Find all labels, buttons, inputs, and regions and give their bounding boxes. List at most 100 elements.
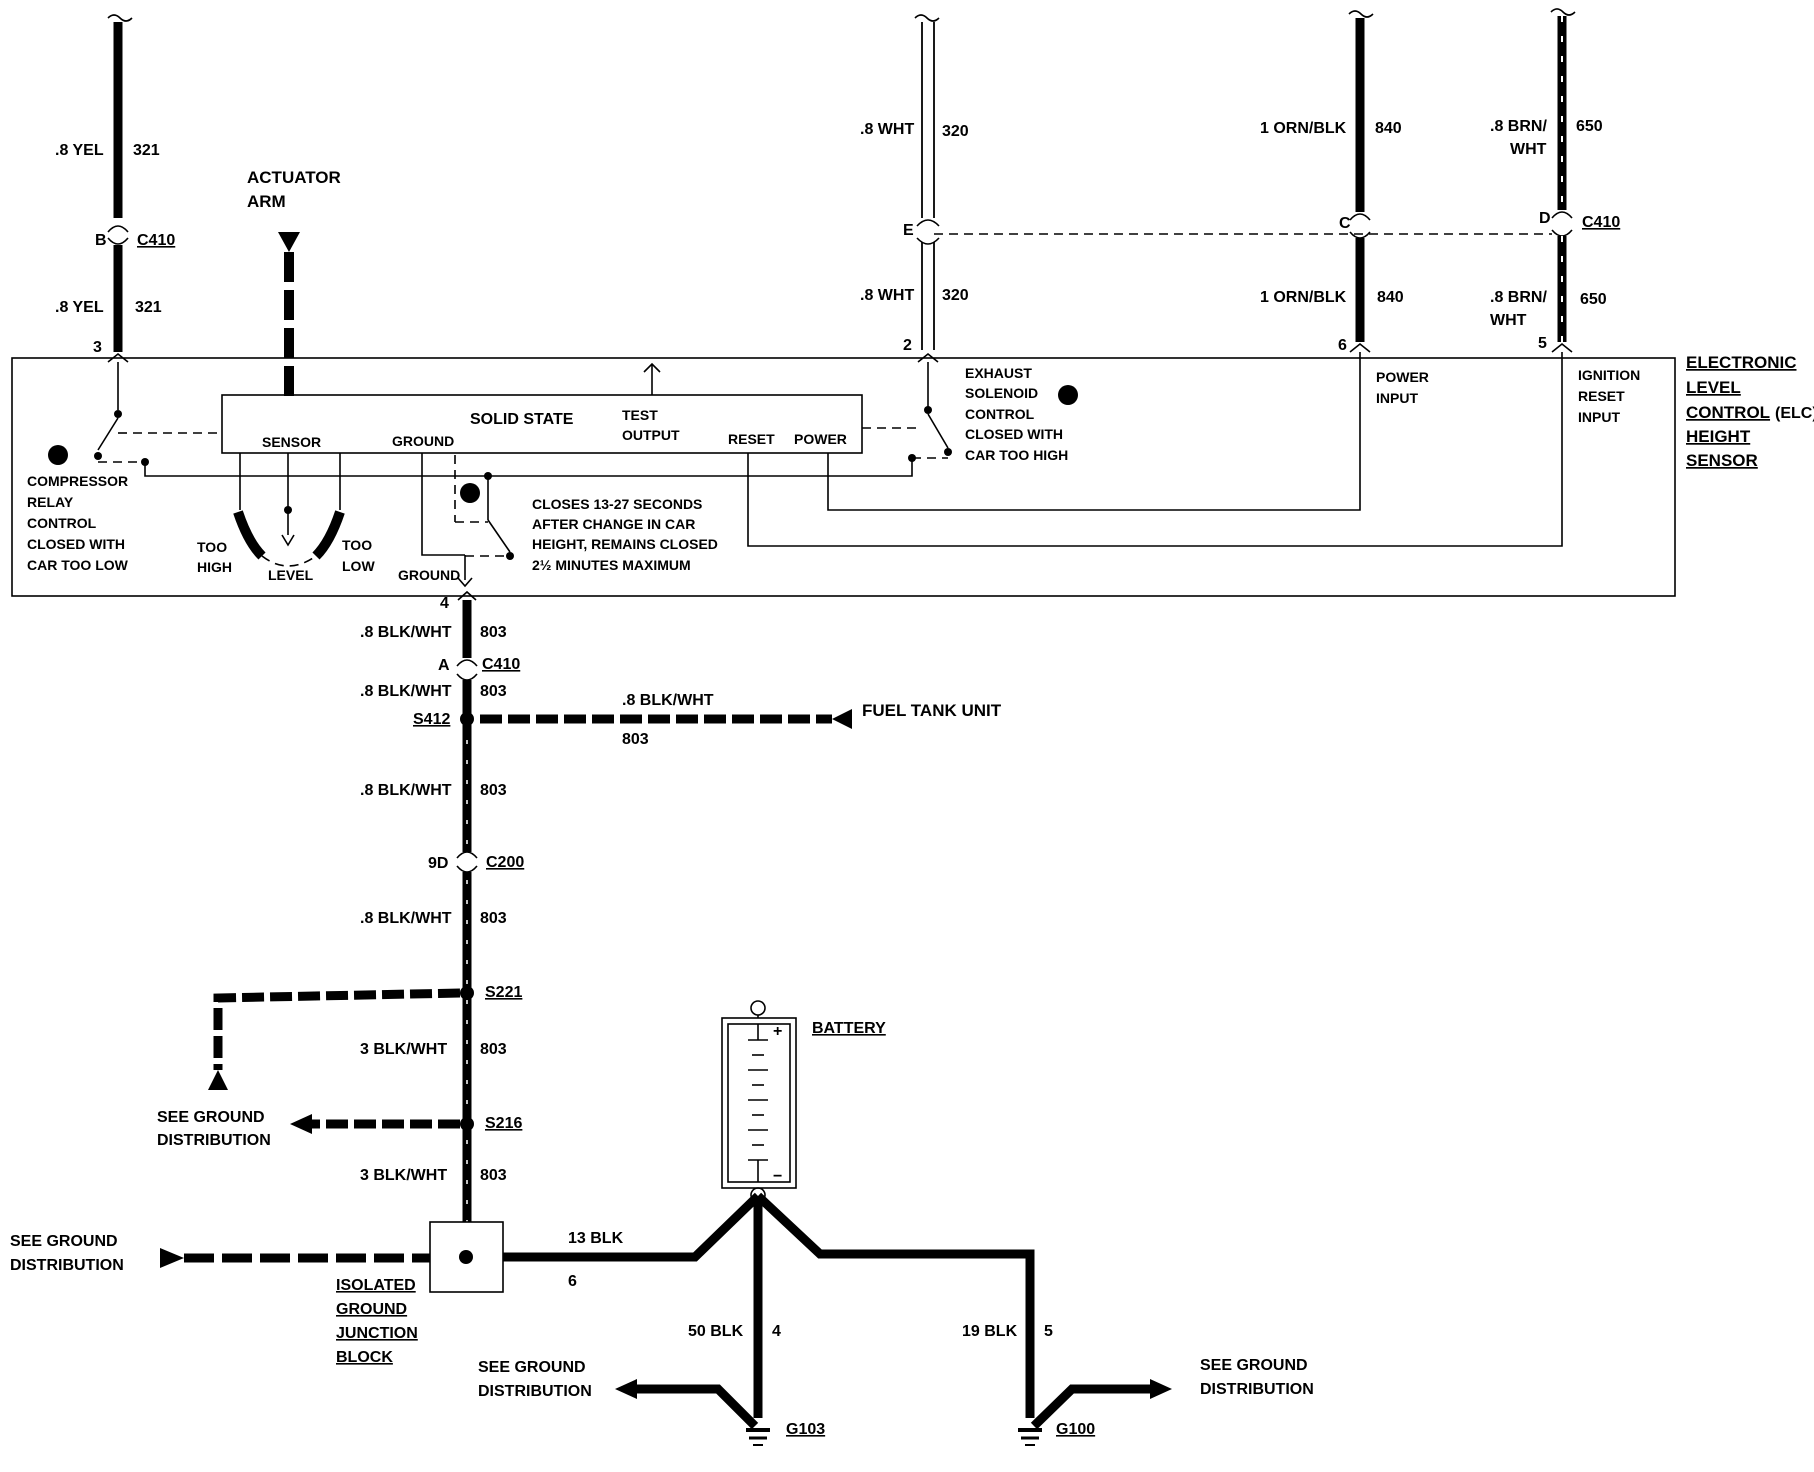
module-title-1: ELECTRONIC bbox=[1686, 353, 1797, 372]
g103-ground-icon bbox=[746, 1428, 770, 1446]
wire-wht-320 bbox=[914, 14, 940, 363]
module-title-5: HEIGHT bbox=[1686, 427, 1751, 446]
c410-label-yel: C410 bbox=[137, 232, 175, 249]
isolated-line-1: ISOLATED bbox=[336, 1277, 416, 1294]
callout-c-letter: C bbox=[465, 487, 475, 502]
brn-pin-5: 5 bbox=[1538, 335, 1547, 352]
isolated-line-2: GROUND bbox=[336, 1301, 407, 1318]
c410-label-ground: C410 bbox=[482, 656, 520, 673]
compressor-line-1: COMPRESSOR bbox=[27, 473, 128, 489]
isolated-line-3: JUNCTION bbox=[336, 1325, 418, 1342]
test-output-label-1: TEST bbox=[622, 407, 658, 423]
s221-branch-wire bbox=[213, 988, 461, 1070]
orn-pin-6: 6 bbox=[1338, 337, 1347, 354]
wht-pin-e: E bbox=[903, 222, 914, 239]
see-ground-left-2: DISTRIBUTION bbox=[10, 1257, 124, 1274]
see-ground-g100-1: SEE GROUND bbox=[1200, 1357, 1308, 1374]
blk13-label: 13 BLK bbox=[568, 1230, 624, 1247]
battery-label: BATTERY bbox=[812, 1020, 886, 1037]
wire-13-blk bbox=[503, 1192, 762, 1262]
yel-pin-3: 3 bbox=[93, 339, 102, 356]
closes-line-1: CLOSES 13-27 SECONDS bbox=[532, 496, 702, 512]
wire-brn-wht-650 bbox=[1550, 8, 1576, 353]
s221-arrow-icon bbox=[208, 1070, 228, 1090]
heavy-color-2: 3 BLK/WHT bbox=[360, 1167, 447, 1184]
solid-state-box bbox=[221, 394, 863, 454]
see-ground-g100-2: DISTRIBUTION bbox=[1200, 1381, 1314, 1398]
ignition-line-3: INPUT bbox=[1578, 409, 1620, 425]
battery-plus: + bbox=[773, 1023, 782, 1040]
yel-circuit-label-top: 321 bbox=[133, 142, 160, 159]
closes-line-3: HEIGHT, REMAINS CLOSED bbox=[532, 536, 718, 552]
brn-color-label-top-2: WHT bbox=[1510, 141, 1547, 158]
g100-label: G100 bbox=[1056, 1421, 1095, 1438]
blk19-label: 19 BLK bbox=[962, 1323, 1018, 1340]
wht-color-label-bottom: .8 WHT bbox=[860, 287, 914, 304]
splice-s221-dot bbox=[460, 986, 474, 1000]
module-title-6: SENSOR bbox=[1686, 451, 1758, 470]
see-ground-left-1: SEE GROUND bbox=[10, 1233, 118, 1250]
exhaust-line-3: CONTROL bbox=[965, 406, 1035, 422]
g103-label: G103 bbox=[786, 1421, 825, 1438]
heavy-color-1: 3 BLK/WHT bbox=[360, 1041, 447, 1058]
callout-a-icon bbox=[1058, 385, 1078, 405]
gnd-circuit-3: 803 bbox=[480, 782, 507, 799]
fuel-color-label: .8 BLK/WHT bbox=[622, 692, 714, 709]
fuel-tank-arrow-icon bbox=[832, 709, 852, 729]
module-title-2: LEVEL bbox=[1686, 378, 1741, 397]
yel-circuit-label-bottom: 321 bbox=[135, 299, 162, 316]
yel-color-label-top: .8 YEL bbox=[55, 142, 104, 159]
ground-bottom-label: GROUND bbox=[398, 567, 460, 583]
blk50-label: 50 BLK bbox=[688, 1323, 744, 1340]
power-input-line-2: INPUT bbox=[1376, 390, 1418, 406]
c200-label: C200 bbox=[486, 854, 524, 871]
callout-a-letter: A bbox=[1063, 389, 1073, 404]
fuel-circuit-label: 803 bbox=[622, 731, 649, 748]
orn-pin-c: C bbox=[1339, 215, 1351, 232]
g103-arrow-icon bbox=[615, 1379, 637, 1399]
closes-line-4: 2½ MINUTES MAXIMUM bbox=[532, 557, 691, 573]
ignition-line-1: IGNITION bbox=[1578, 367, 1640, 383]
brn-color-label-top-1: .8 BRN/ bbox=[1490, 118, 1547, 135]
exhaust-line-5: CAR TOO HIGH bbox=[965, 447, 1068, 463]
s216-label: S216 bbox=[485, 1115, 522, 1132]
actuator-arrow-icon bbox=[278, 232, 300, 252]
heavy-circuit-1: 803 bbox=[480, 1041, 507, 1058]
wht-pin-2: 2 bbox=[903, 337, 912, 354]
module-title-4: (ELC) bbox=[1775, 405, 1814, 422]
see-ground-s216-1: SEE GROUND bbox=[157, 1109, 265, 1126]
brn-color-label-bottom-1: .8 BRN/ bbox=[1490, 289, 1547, 306]
gnd-pin-4: 4 bbox=[440, 595, 449, 612]
see-ground-s216-2: DISTRIBUTION bbox=[157, 1132, 271, 1149]
brn-pin-d: D bbox=[1539, 210, 1551, 227]
heavy-circuit-2: 803 bbox=[480, 1167, 507, 1184]
left-ground-arrow-icon bbox=[160, 1248, 184, 1268]
too-low-label-1: TOO bbox=[342, 537, 372, 553]
exhaust-line-2: SOLENOID bbox=[965, 385, 1038, 401]
gnd-circuit-2: 803 bbox=[480, 683, 507, 700]
compressor-line-4: CLOSED WITH bbox=[27, 536, 125, 552]
blk19-pin: 5 bbox=[1044, 1323, 1053, 1340]
wire-blk-wht-803 bbox=[456, 590, 478, 1222]
ignition-line-2: RESET bbox=[1578, 388, 1625, 404]
orn-color-label-top: 1 ORN/BLK bbox=[1260, 120, 1347, 137]
wire-orn-blk-840 bbox=[1348, 10, 1374, 353]
reset-label: RESET bbox=[728, 431, 775, 447]
brn-circuit-label-top: 650 bbox=[1576, 118, 1603, 135]
splice-s412-dot bbox=[460, 712, 474, 726]
compressor-line-3: CONTROL bbox=[27, 515, 97, 531]
elc-module-outline bbox=[11, 357, 1676, 597]
wire-yel-321 bbox=[107, 14, 133, 363]
too-high-label-1: TOO bbox=[197, 539, 227, 555]
orn-circuit-label-top: 840 bbox=[1375, 120, 1402, 137]
callout-b-icon bbox=[48, 445, 68, 465]
gnd-color-2: .8 BLK/WHT bbox=[360, 683, 452, 700]
callout-b-letter: B bbox=[53, 449, 62, 464]
too-low-label-2: LOW bbox=[342, 558, 375, 574]
test-output-label-2: OUTPUT bbox=[622, 427, 680, 443]
gnd-pin-a: A bbox=[438, 657, 450, 674]
splice-s216-dot bbox=[460, 1117, 474, 1131]
ground-inside-label: GROUND bbox=[392, 433, 454, 449]
g100-ground-icon bbox=[1018, 1428, 1042, 1446]
compressor-line-2: RELAY bbox=[27, 494, 74, 510]
